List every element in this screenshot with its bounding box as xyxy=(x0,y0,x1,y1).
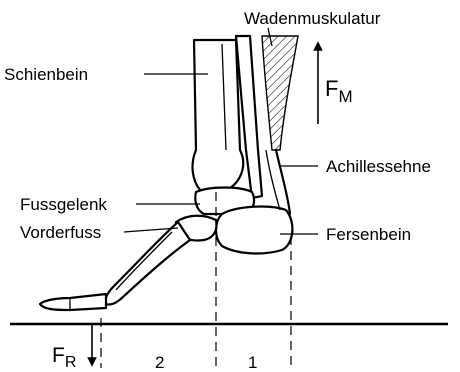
heel-bone xyxy=(216,207,292,254)
reaction-force-symbol: F xyxy=(52,344,65,367)
label-lever-segment-1: 1 xyxy=(248,353,257,372)
label-forefoot: Vorderfuss xyxy=(20,223,101,242)
label-heel-bone: Fersenbein xyxy=(326,225,411,244)
label-lever-segment-2: 2 xyxy=(155,353,164,372)
metatarsal-bone xyxy=(105,222,190,305)
tibia-bone xyxy=(193,40,244,190)
label-ankle-joint: Fussgelenk xyxy=(20,195,107,214)
label-shin-bone: Schienbein xyxy=(4,65,88,84)
label-calf-muscles: Wadenmuskulatur xyxy=(244,9,381,28)
muscle-force-symbol: F xyxy=(325,76,338,101)
reaction-force-subscript: R xyxy=(65,354,77,371)
label-muscle-force: FM xyxy=(325,76,353,106)
muscle-force-subscript: M xyxy=(338,87,352,106)
label-achilles-tendon: Achillessehne xyxy=(326,157,431,176)
label-reaction-force: FR xyxy=(52,344,76,371)
toe-bones xyxy=(40,294,106,310)
calf-muscle xyxy=(262,36,298,150)
